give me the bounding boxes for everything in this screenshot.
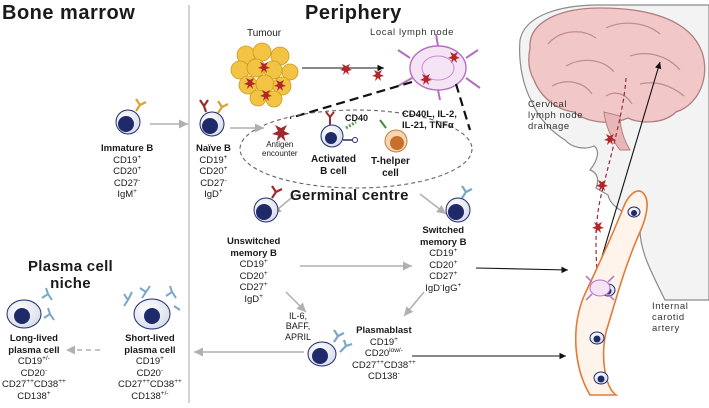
marker-line: IgD+ bbox=[204, 188, 223, 201]
cell-title: Switched memory B bbox=[420, 225, 467, 248]
marker-line: CD20+ bbox=[239, 269, 268, 282]
label-activated-b: Activated B cell bbox=[311, 154, 357, 177]
drainage-path bbox=[595, 77, 627, 286]
naive-b-cell-art bbox=[199, 99, 229, 137]
short-lived-plasma-cell-art bbox=[123, 285, 181, 330]
marker-line: IgM+ bbox=[117, 188, 137, 201]
zoom-line bbox=[454, 83, 472, 131]
arrow-switched-to-plasmablast bbox=[403, 291, 425, 317]
antigen-icon bbox=[272, 122, 290, 142]
activated-b-cell-art bbox=[320, 111, 358, 148]
cell-title: Immature B bbox=[101, 143, 154, 154]
label-antigen-encounter: Antigen encounter bbox=[262, 140, 298, 159]
marker-line: CD20+ bbox=[199, 165, 228, 178]
unswitched-memory-b-cell-art bbox=[253, 185, 283, 223]
marker-line: CD27- bbox=[113, 176, 141, 189]
marker-line: CD19+ bbox=[135, 355, 164, 368]
cell-title: Unswitched memory B bbox=[227, 236, 281, 259]
marker-line: CD19+/- bbox=[17, 355, 50, 368]
brain-arrow bbox=[597, 61, 662, 271]
marker-line: CD20+ bbox=[429, 258, 458, 271]
activation-ellipse bbox=[239, 109, 473, 189]
brain-illustration bbox=[528, 7, 706, 151]
arrow-unswitched-to-plasmablast bbox=[285, 291, 307, 313]
switched-memory-b-cell-art bbox=[445, 185, 473, 223]
marker-line: CD19+ bbox=[199, 153, 228, 166]
long-lived-plasma-cell-art bbox=[6, 287, 55, 329]
label-cervical-drainage: Cervical lymph node drainage bbox=[528, 99, 584, 132]
arrow-to-switched bbox=[419, 193, 447, 215]
marker-line: CD138+/- bbox=[131, 389, 169, 402]
cervical-lymph-node-art bbox=[585, 132, 616, 301]
t-helper-cell-art bbox=[379, 119, 408, 153]
marker-line: CD27+ bbox=[239, 281, 268, 294]
marker-line: CD27- bbox=[200, 176, 227, 189]
marker-line: CD19+ bbox=[113, 153, 142, 166]
marker-line: CD138- bbox=[368, 370, 400, 383]
marker-line: CD19+ bbox=[239, 258, 268, 271]
label-plasmablast-cytokines: IL-6, BAFF, APRIL bbox=[285, 311, 312, 342]
arrow-switched-to-artery bbox=[475, 266, 569, 274]
heading-germinal-centre: Germinal centre bbox=[290, 187, 409, 204]
heading-bone-marrow: Bone marrow bbox=[2, 2, 136, 24]
lymph-node-illustration bbox=[397, 33, 481, 101]
marker-line: CD19+ bbox=[429, 247, 458, 260]
marker-line: CD27+ bbox=[429, 270, 458, 283]
label-tumour: Tumour bbox=[247, 28, 282, 39]
marker-line: CD20- bbox=[20, 366, 48, 379]
tumour-illustration bbox=[230, 42, 299, 108]
label-t-helper: T-helper cell bbox=[371, 156, 410, 179]
marker-line: CD138+ bbox=[17, 389, 51, 402]
cell-title: Plasmablast bbox=[356, 325, 412, 336]
label-internal-carotid: Internal carotid artery bbox=[652, 301, 689, 334]
marker-line: CD27++CD38++ bbox=[118, 378, 182, 391]
cell-title: Short-lived plasma cell bbox=[124, 333, 176, 356]
marker-line: CD20+ bbox=[113, 165, 142, 178]
marker-line: CD27++CD38++ bbox=[2, 378, 66, 391]
internal-carotid-artery bbox=[575, 190, 648, 396]
marker-line: CD20- bbox=[136, 366, 164, 379]
label-local-lymph-node: Local lymph node bbox=[370, 27, 455, 38]
heading-plasma-cell-niche: Plasma cell niche bbox=[28, 258, 114, 293]
marker-line: CD20low/- bbox=[364, 347, 403, 360]
marker-line: CD19+ bbox=[369, 335, 398, 348]
marker-line: IgD+ bbox=[244, 292, 263, 305]
label-cytokines: CD40L, IL-2, IL-21, TNFα bbox=[402, 109, 457, 131]
plasmablast-cell-art bbox=[307, 329, 353, 367]
immature-b-cell-art bbox=[115, 98, 147, 135]
antigen-icon bbox=[340, 62, 352, 75]
zoom-line bbox=[289, 80, 413, 120]
cell-title: Naïve B bbox=[196, 143, 231, 154]
heading-periphery: Periphery bbox=[305, 2, 402, 24]
antigen-icon bbox=[372, 68, 384, 81]
label-cd40: CD40 bbox=[345, 113, 369, 123]
cell-title: Long-lived plasma cell bbox=[8, 333, 60, 356]
marker-line: IgD-IgG+ bbox=[425, 281, 462, 294]
marker-line: CD27++CD38++ bbox=[352, 358, 416, 371]
